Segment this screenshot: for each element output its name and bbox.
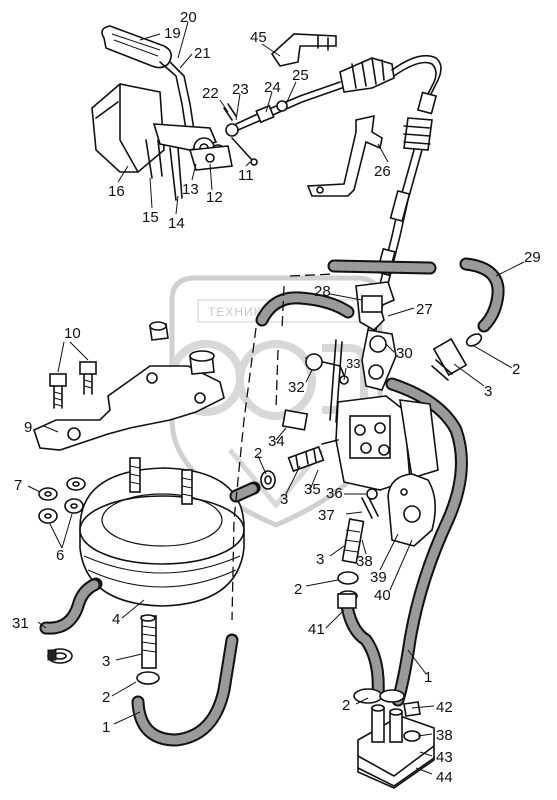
callout-32: 32 bbox=[288, 379, 305, 396]
fittings-36-38 bbox=[337, 488, 379, 609]
callout-45: 45 bbox=[250, 29, 267, 46]
callout-3-bottom-left: 3 bbox=[102, 653, 110, 670]
callout-21: 21 bbox=[194, 45, 211, 62]
hoses-lower bbox=[39, 481, 385, 747]
callout-11: 11 bbox=[238, 167, 254, 184]
bracket-9 bbox=[33, 350, 225, 451]
callout-35: 35 bbox=[304, 481, 321, 498]
callout-20: 20 bbox=[180, 9, 197, 26]
callout-26: 26 bbox=[374, 163, 391, 180]
callout-24: 24 bbox=[264, 79, 281, 96]
callout-30: 30 bbox=[396, 345, 413, 362]
callout-16: 16 bbox=[108, 183, 125, 200]
callout-33: 33 bbox=[346, 356, 360, 371]
callout-41: 41 bbox=[308, 621, 325, 638]
bolts-10 bbox=[49, 321, 169, 409]
fittings-lower-left bbox=[47, 614, 160, 685]
plate-39-40 bbox=[387, 473, 436, 547]
vacuum-chamber bbox=[79, 457, 245, 607]
watermark-text: ТЕХНИКА bbox=[208, 305, 271, 319]
callout-10: 10 bbox=[64, 325, 81, 342]
callout-37: 37 bbox=[318, 507, 335, 524]
callout-2-right: 2 bbox=[512, 361, 520, 378]
callout-19: 19 bbox=[164, 25, 181, 42]
callout-43: 43 bbox=[436, 749, 453, 766]
fittings-middle bbox=[260, 409, 339, 490]
callout-22: 22 bbox=[202, 85, 219, 102]
callout-3-right: 3 bbox=[484, 383, 492, 400]
callout-28: 28 bbox=[314, 283, 331, 300]
callout-6: 6 bbox=[56, 547, 64, 564]
callout-14: 14 bbox=[168, 215, 185, 232]
callout-12: 12 bbox=[206, 189, 223, 206]
callout-13: 13 bbox=[182, 181, 199, 198]
fitting-right bbox=[431, 333, 483, 381]
lever-assembly bbox=[91, 25, 343, 201]
callout-38-upper: 38 bbox=[356, 553, 373, 570]
bracket-45 bbox=[270, 33, 337, 67]
callout-38-lower: 38 bbox=[436, 727, 453, 744]
callout-44: 44 bbox=[436, 769, 453, 786]
hoses-upper bbox=[255, 257, 505, 707]
callout-29: 29 bbox=[524, 249, 541, 266]
callout-9: 9 bbox=[24, 419, 32, 436]
leader-lines bbox=[27, 21, 525, 775]
callout-4: 4 bbox=[112, 611, 120, 628]
callout-3-middle: 3 bbox=[280, 491, 288, 508]
bracket-26 bbox=[306, 114, 383, 197]
washers-6-7 bbox=[38, 477, 86, 524]
callout-labels: 20 19 21 45 25 24 22 23 16 13 12 11 26 1… bbox=[12, 9, 541, 786]
callout-7: 7 bbox=[14, 477, 22, 494]
callout-23: 23 bbox=[232, 81, 249, 98]
callout-1-right: 1 bbox=[424, 669, 432, 686]
callout-34: 34 bbox=[268, 433, 285, 450]
callout-2-bottom-left: 2 bbox=[102, 689, 110, 706]
callout-27: 27 bbox=[416, 301, 433, 318]
callout-40: 40 bbox=[374, 587, 391, 604]
callout-39: 39 bbox=[370, 569, 387, 586]
callout-2-bottom: 2 bbox=[342, 697, 350, 714]
callout-3-lower: 3 bbox=[316, 551, 324, 568]
routing-lines bbox=[231, 273, 335, 621]
bottom-valve bbox=[353, 688, 435, 789]
callout-36: 36 bbox=[326, 485, 343, 502]
callout-2-middle: 2 bbox=[254, 445, 262, 462]
valve-body bbox=[305, 281, 439, 491]
callout-42: 42 bbox=[436, 699, 453, 716]
callout-15: 15 bbox=[142, 209, 159, 226]
callout-1-left: 1 bbox=[102, 719, 110, 736]
callout-31: 31 bbox=[12, 615, 29, 632]
callout-25: 25 bbox=[292, 67, 309, 84]
callout-2-lower: 2 bbox=[294, 581, 302, 598]
